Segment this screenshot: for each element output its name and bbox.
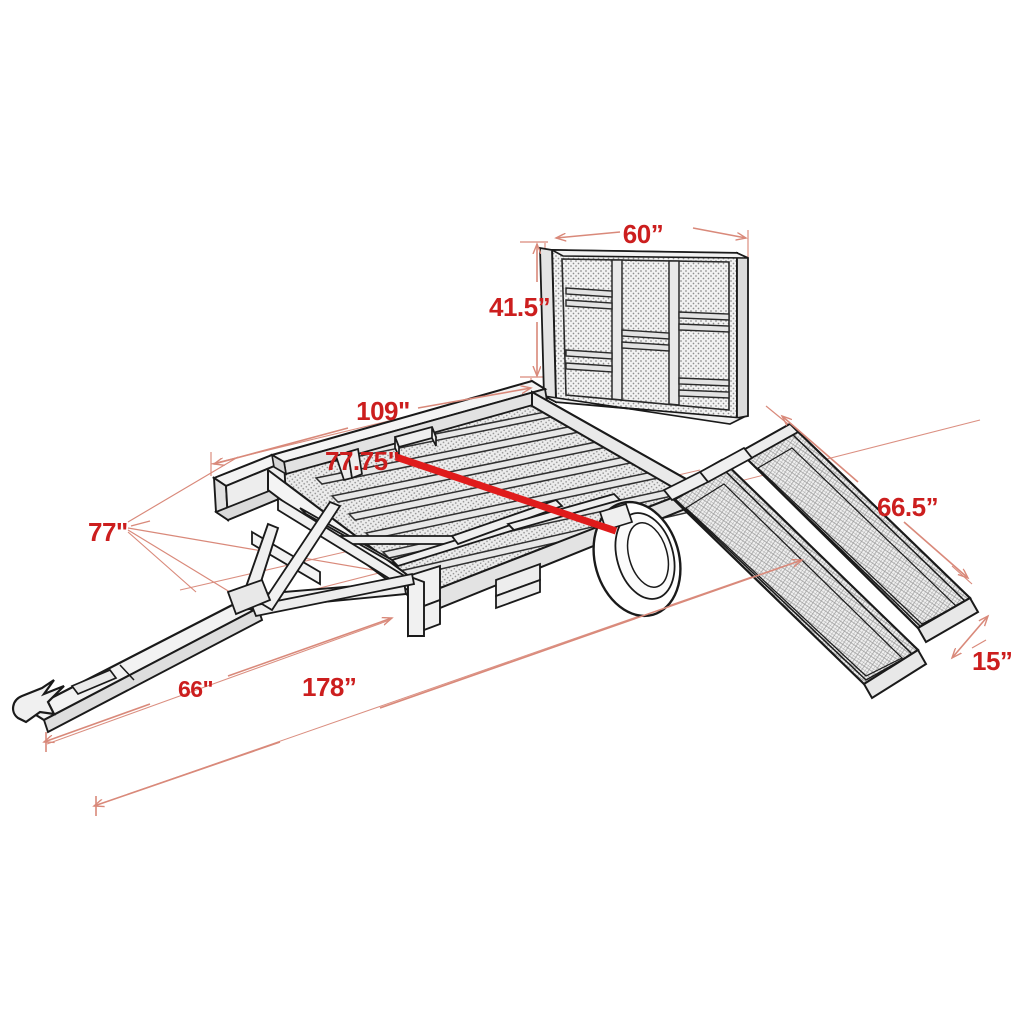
dimension-label-overall-length: 178” [302,672,356,702]
dimension-line-gate-width [556,227,746,238]
dimension-label-gate-height: 41.5” [489,292,550,322]
highlight-line-bed-width [394,453,618,535]
dimension-line-ramp-length [782,416,968,578]
dimension-label-gate-width: 60” [623,219,663,249]
ramp-right [738,422,980,644]
dimension-label-tongue-length: 66" [178,676,213,702]
dimension-line-ramp-width [952,616,988,658]
dimension-label-bed-width: 77.75" [325,446,399,476]
rear-gate [539,246,749,425]
dimension-line-tongue-length [44,618,392,752]
dimension-label-ramp-width: 15” [972,646,1012,676]
dimension-line-bed-length [214,388,531,464]
dimension-label-bed-length: 109" [356,396,410,426]
dimension-leader-overall-width [130,520,151,527]
dimension-label-ramp-length: 66.5” [877,492,938,522]
dimension-label-overall-width: 77" [88,517,128,547]
tongue [12,500,416,734]
ramp-brackets [662,446,754,502]
dimension-line-overall-length [94,560,802,816]
